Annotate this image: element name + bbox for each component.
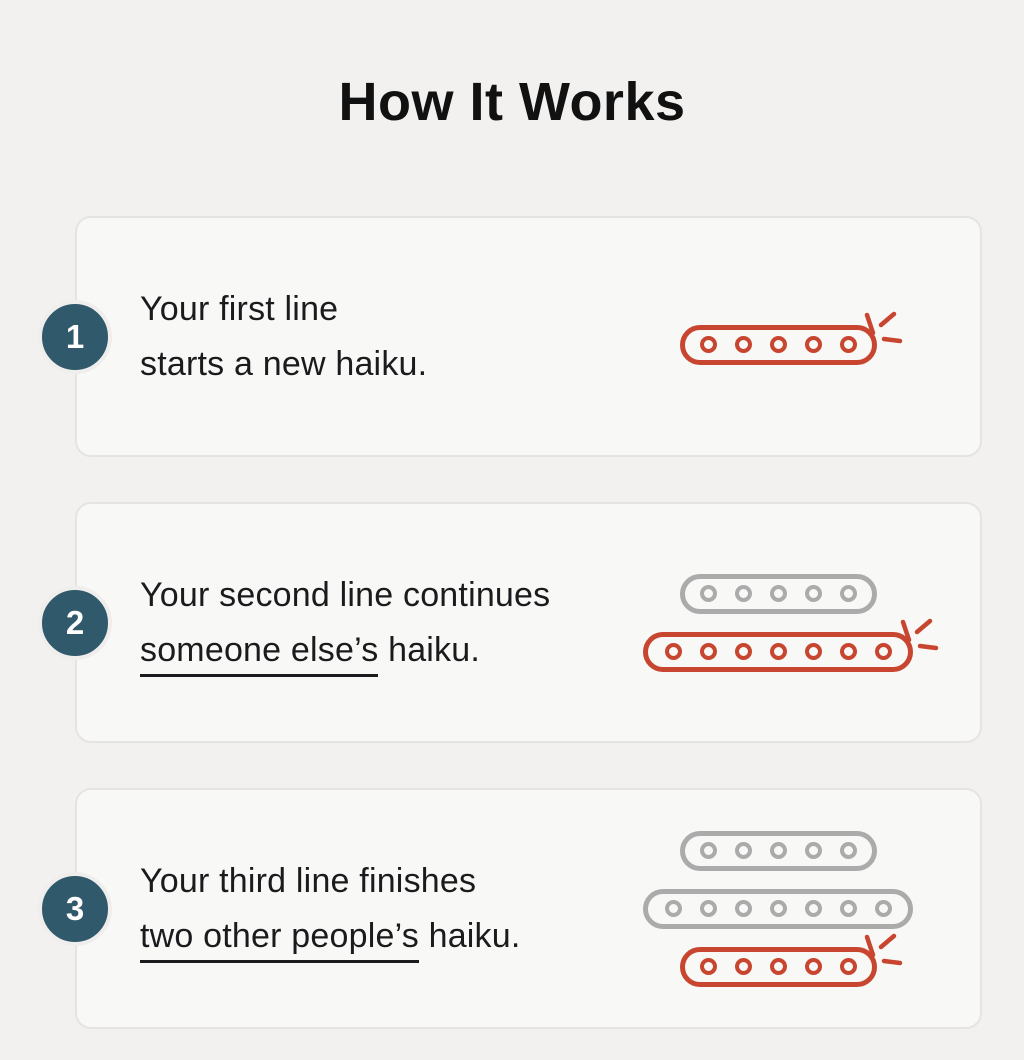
syllable-dot bbox=[699, 900, 717, 918]
spark-icon bbox=[900, 618, 939, 651]
step-text-line2: starts a new haiku. bbox=[140, 344, 428, 383]
syllable-dot bbox=[769, 958, 787, 976]
syllable-dot bbox=[734, 643, 752, 661]
syllable-dot bbox=[839, 585, 857, 603]
syllable-dot bbox=[839, 643, 857, 661]
step-description: Your first line starts a new haiku. bbox=[140, 282, 642, 392]
step-number: 1 bbox=[65, 317, 85, 355]
haiku-line-bar-existing bbox=[679, 573, 877, 614]
syllable-dot bbox=[769, 336, 787, 354]
syllable-dot bbox=[839, 842, 857, 860]
step-text-underlined: two other people’s bbox=[140, 916, 419, 963]
syllable-dot bbox=[699, 842, 717, 860]
syllable-dot bbox=[804, 336, 822, 354]
syllable-dot bbox=[839, 900, 857, 918]
haiku-lines-illustration bbox=[642, 573, 939, 672]
syllable-dot bbox=[699, 958, 717, 976]
haiku-line-bar-new bbox=[643, 618, 939, 672]
haiku-line-bar-existing bbox=[679, 830, 877, 871]
syllable-dot bbox=[874, 643, 892, 661]
step-text-line1: Your second line continues bbox=[140, 575, 551, 614]
step-card-3: 3 Your third line finishes two other peo… bbox=[38, 788, 982, 1030]
spark-icon bbox=[864, 311, 902, 344]
syllable-dot bbox=[734, 585, 752, 603]
syllable-dot bbox=[734, 336, 752, 354]
step-number: 3 bbox=[65, 889, 85, 927]
step-text-line2: haiku. bbox=[378, 630, 481, 669]
syllable-dot bbox=[769, 643, 787, 661]
step-card-2: 2 Your second line continues someone els… bbox=[38, 502, 982, 744]
syllable-dot bbox=[769, 842, 787, 860]
syllable-dot bbox=[734, 958, 752, 976]
step-number-badge: 3 bbox=[38, 871, 112, 946]
page-title: How It Works bbox=[338, 72, 686, 133]
step-text-line1: Your third line finishes bbox=[140, 861, 477, 900]
step-text-underlined: someone else’s bbox=[140, 630, 379, 677]
step-text-line1: Your first line bbox=[140, 289, 339, 328]
step-description: Your third line finishes two other peopl… bbox=[140, 854, 642, 964]
syllable-dot bbox=[664, 900, 682, 918]
haiku-lines-illustration bbox=[642, 309, 914, 365]
syllable-dot bbox=[804, 585, 822, 603]
step-number: 2 bbox=[65, 603, 85, 641]
syllable-dot bbox=[874, 900, 892, 918]
step-number-badge: 1 bbox=[38, 299, 112, 374]
syllable-dot bbox=[699, 643, 717, 661]
steps-list: 1 Your first line starts a new haiku. 2 … bbox=[38, 170, 982, 1030]
syllable-dot bbox=[804, 842, 822, 860]
step-card-1: 1 Your first line starts a new haiku. bbox=[38, 216, 982, 458]
syllable-dot bbox=[804, 958, 822, 976]
syllable-dot bbox=[839, 336, 857, 354]
haiku-lines-illustration bbox=[642, 830, 914, 987]
syllable-dot bbox=[804, 643, 822, 661]
syllable-dot bbox=[734, 900, 752, 918]
syllable-dot bbox=[769, 585, 787, 603]
syllable-dot bbox=[699, 585, 717, 603]
syllable-dot bbox=[664, 643, 682, 661]
syllable-dot bbox=[699, 336, 717, 354]
haiku-line-bar-existing bbox=[643, 888, 913, 929]
step-number-badge: 2 bbox=[38, 585, 112, 660]
syllable-dot bbox=[839, 958, 857, 976]
syllable-dot bbox=[804, 900, 822, 918]
haiku-line-bar-new bbox=[679, 933, 902, 987]
haiku-line-bar-new bbox=[679, 311, 902, 365]
syllable-dot bbox=[734, 842, 752, 860]
step-text-line2: haiku. bbox=[418, 916, 521, 955]
spark-icon bbox=[864, 933, 902, 966]
syllable-dot bbox=[769, 900, 787, 918]
step-description: Your second line continues someone else’… bbox=[140, 568, 642, 678]
